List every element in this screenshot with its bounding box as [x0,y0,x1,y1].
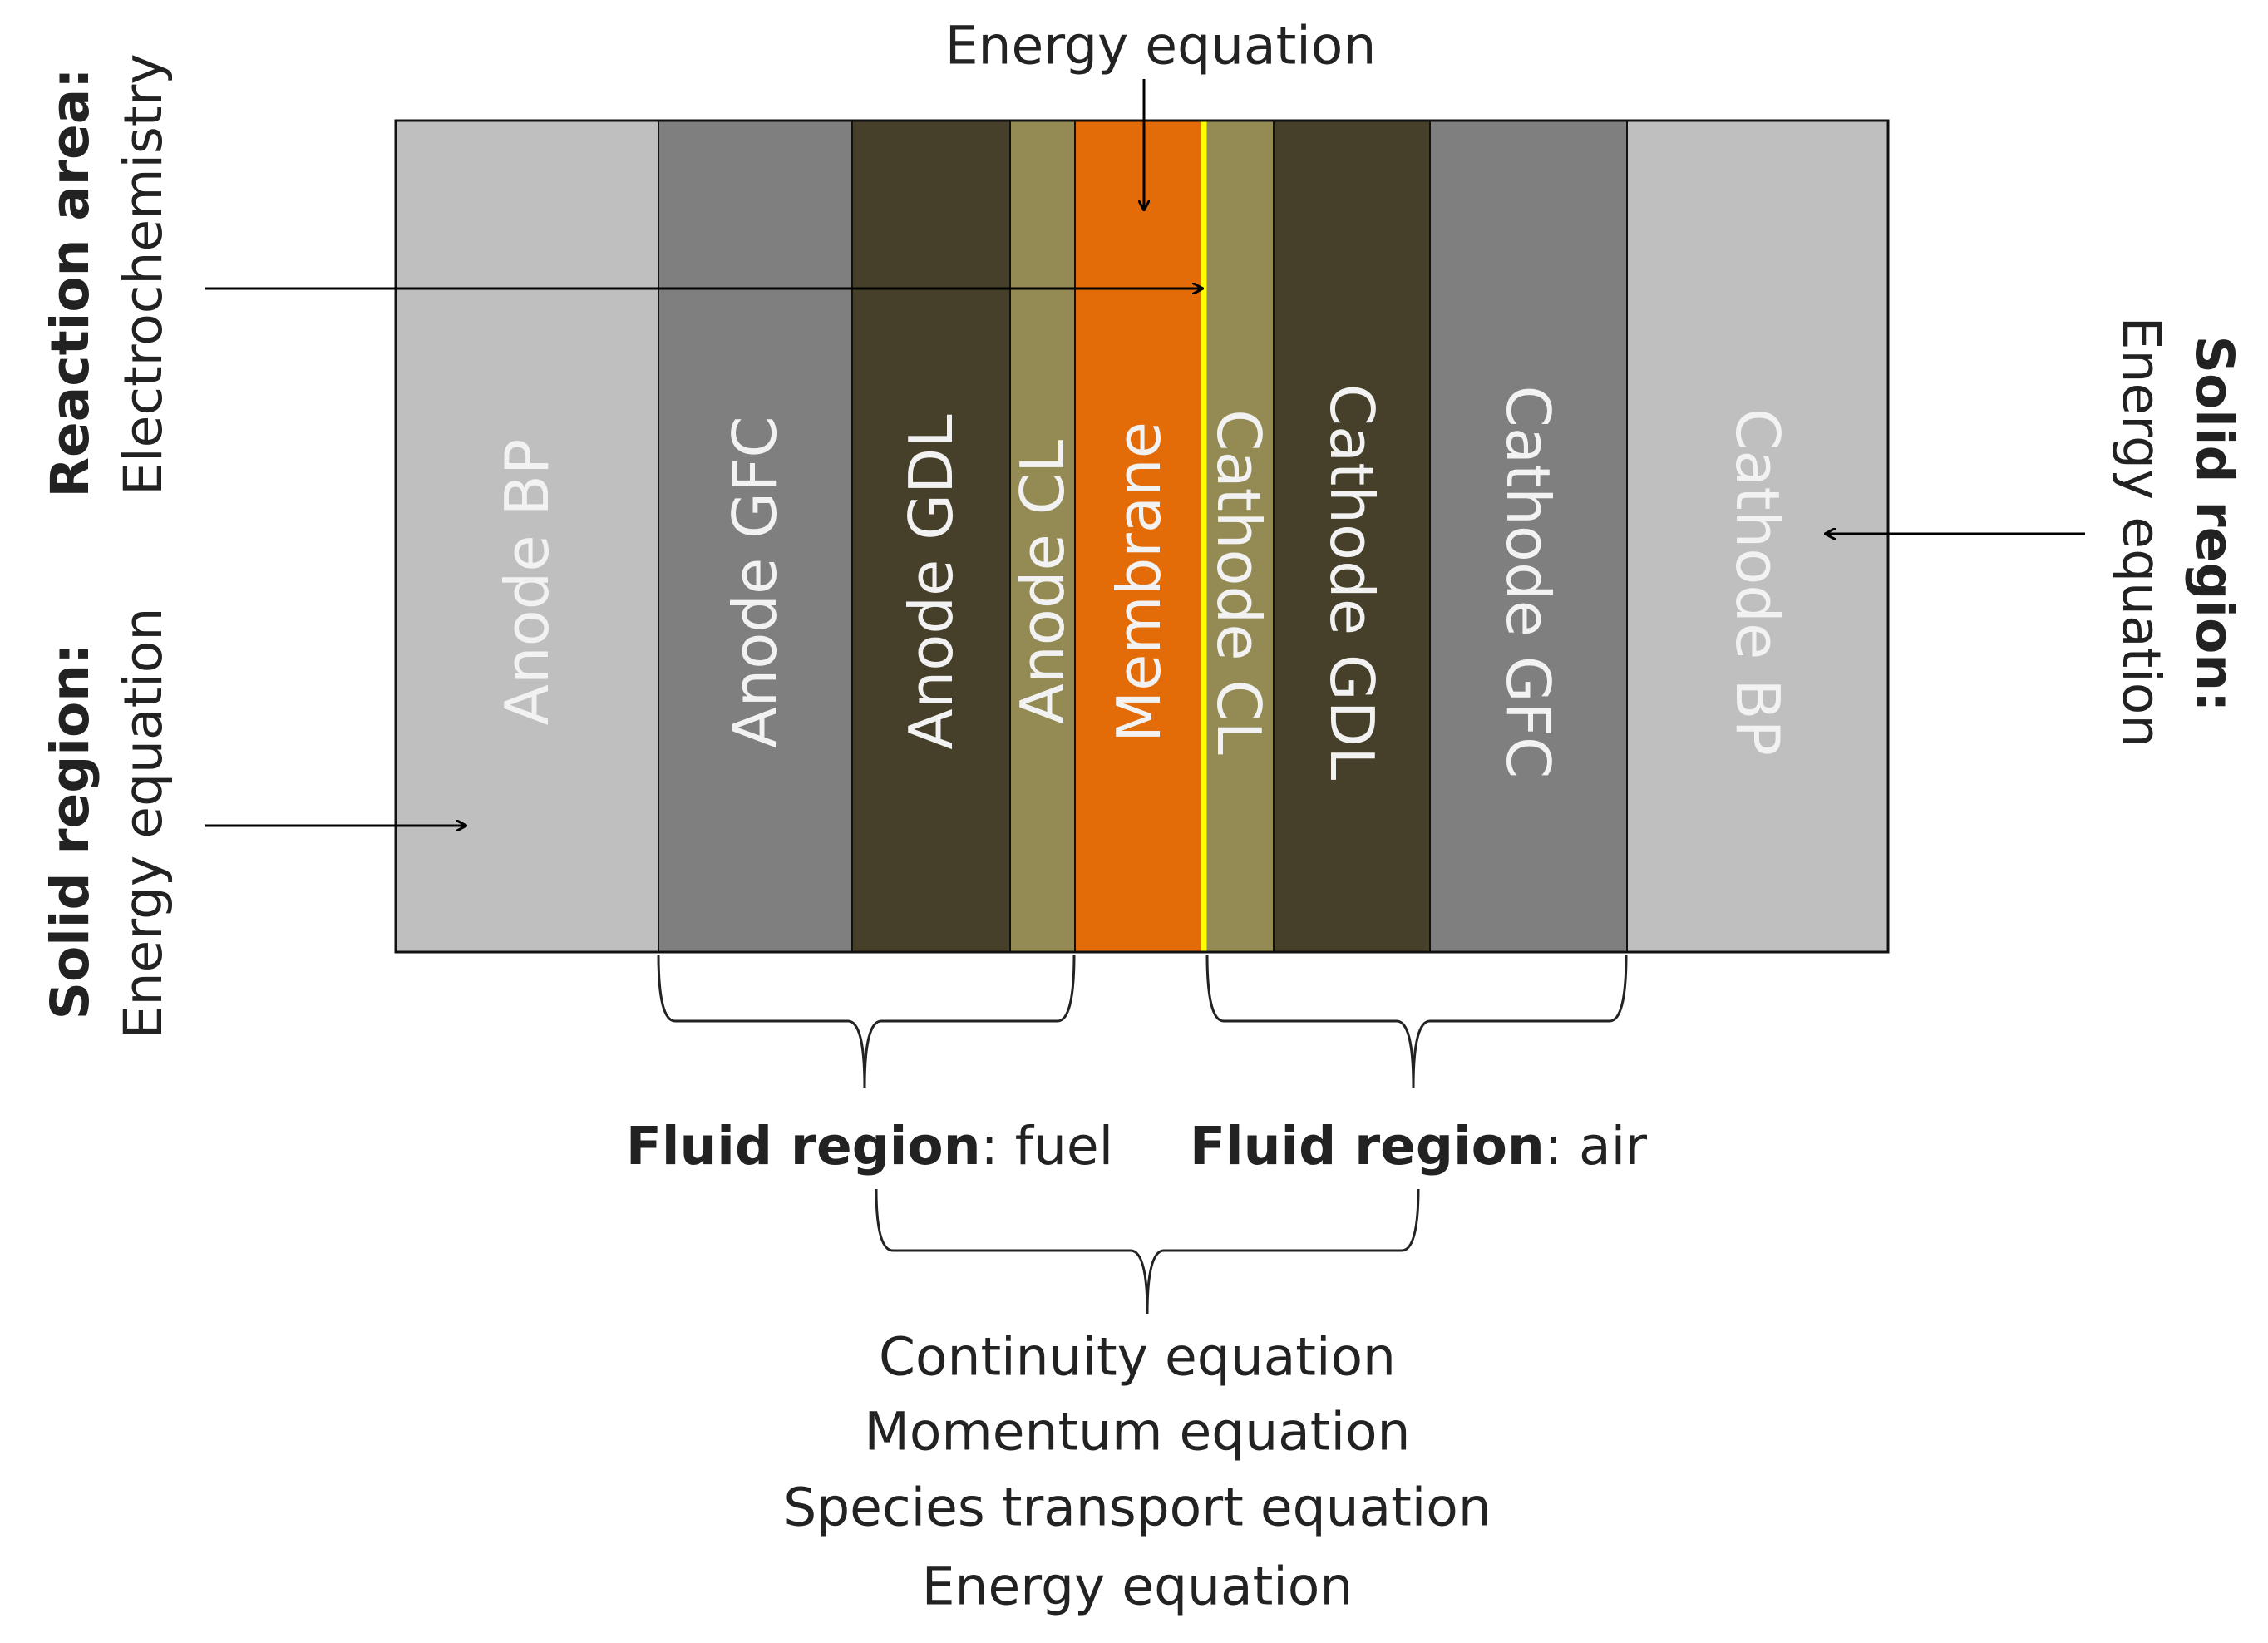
layer-label-anode-gfc: Anode GFC [720,416,790,747]
layer-anode-cl [1010,121,1075,952]
layer-anode-gfc [658,121,852,952]
layer-cathode-gdl [1274,121,1430,952]
layer-cathode-bp [1627,121,1888,952]
layer-label-cathode-gdl: Cathode GDL [1317,384,1387,781]
stack-border [394,119,1890,954]
layer-label-membrane: Membrane [1104,422,1174,743]
layer-label-anode-gdl: Anode GDL [896,414,966,749]
solid-region-right-text: Energy equation [2112,317,2172,748]
solid-region-right-annotation: Solid region: Energy equation [2112,317,2246,748]
fluid-equations-list: Continuity equation Momentum equation Sp… [783,1327,1491,1617]
reaction-area-annotation: Reaction area: Electrochemistry [40,52,174,498]
solid-region-left-title: Solid region: [40,644,101,1020]
fluid-region-fuel-title: Fluid region [626,1116,981,1177]
layer-labels: Anode BP Anode GFC Anode GDL Anode CL Me… [492,384,1792,781]
top-energy-equation-label: Energy equation [945,16,1377,76]
layer-stack [396,121,1888,952]
layer-anode-gdl [852,121,1010,952]
fluid-region-air-label: Fluid region: air [1190,1116,1647,1177]
svg-text:Solid region: Energy equ: Solid region: Energy equation [2112,317,2246,748]
equation-item: Momentum equation [865,1402,1411,1463]
solid-region-left-annotation: Solid region: Energy equation [40,608,174,1039]
reaction-area-text: Electrochemistry [113,53,174,495]
fluid-region-fuel-label: Fluid region: fuel [626,1116,1113,1177]
layer-label-cathode-bp: Cathode BP [1723,408,1792,756]
braces [657,954,1628,1315]
layer-cathode-cl [1204,121,1274,952]
fluid-region-air-title: Fluid region [1190,1116,1545,1177]
divider-lines [658,121,1628,952]
layer-label-cathode-gfc: Cathode GFC [1493,386,1563,779]
fluid-region-fuel-text: : fuel [981,1116,1114,1177]
layer-cathode-gfc [1430,121,1627,952]
layer-anode-bp [396,121,658,952]
reaction-area-title: Reaction area: [40,68,101,498]
equation-item: Continuity equation [879,1327,1396,1388]
equation-item: Energy equation [922,1557,1353,1617]
brace-fluid-equations [875,1188,1420,1315]
layer-label-anode-cl: Anode CL [1008,440,1077,724]
brace-air [1205,954,1628,1088]
svg-text:Reaction area: Electroch: Reaction area: Electrochemistry [40,52,174,498]
layer-label-anode-bp: Anode BP [492,439,562,726]
layer-label-cathode-cl: Cathode CL [1204,409,1274,755]
brace-fuel [657,954,1076,1088]
svg-text:Solid region: Energy equ: Solid region: Energy equation [40,608,174,1039]
layer-membrane [1075,121,1204,952]
solid-region-right-title: Solid region: [2185,336,2246,713]
fluid-region-air-text: : air [1545,1116,1647,1177]
solid-region-left-text: Energy equation [113,608,174,1039]
equation-item: Species transport equation [783,1478,1491,1538]
